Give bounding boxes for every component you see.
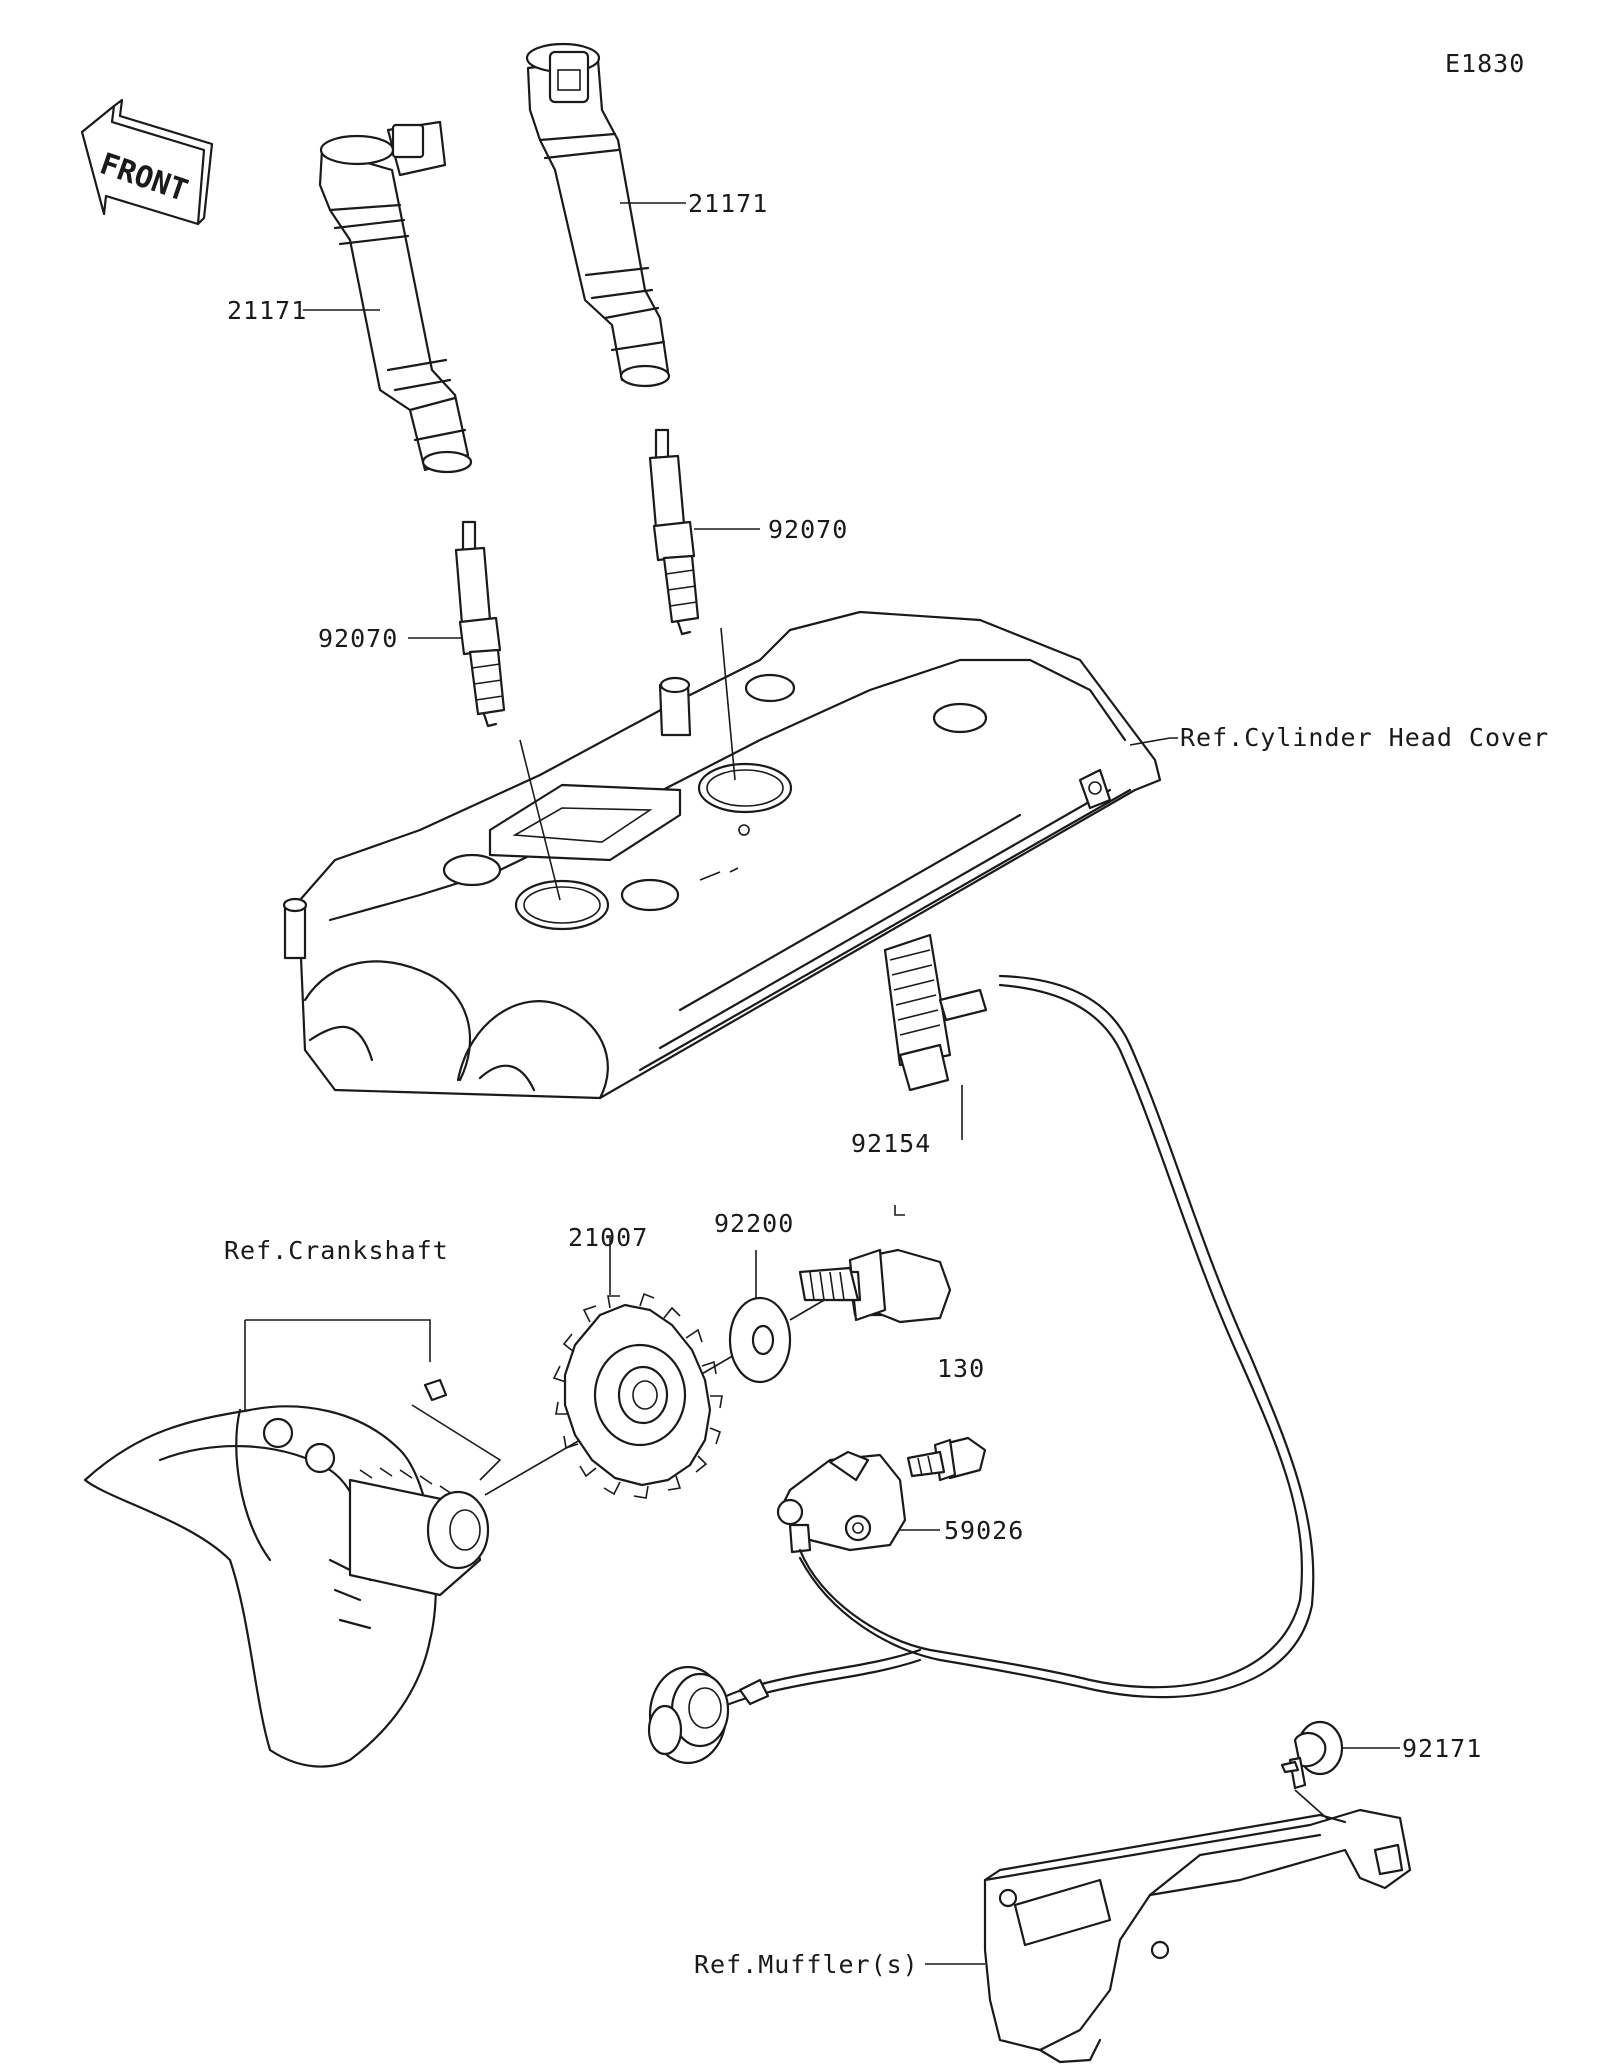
label-coil-right: 21171	[688, 189, 768, 218]
ignition-coil-left	[318, 120, 473, 474]
cylinder-head-cover	[282, 610, 1162, 1100]
label-pickup-coil: 59026	[944, 1516, 1024, 1545]
pickup-coil	[698, 933, 1315, 1720]
label-plug-left: 92070	[318, 624, 398, 653]
timing-rotor	[552, 1292, 723, 1499]
label-grommet: 92171	[1402, 1734, 1482, 1763]
wire-grommet	[647, 1665, 770, 1765]
label-washer: 92200	[714, 1209, 794, 1238]
spark-plug-left	[454, 520, 506, 728]
crankshaft	[83, 1378, 490, 1768]
label-plug-right: 92070	[768, 515, 848, 544]
screw	[906, 1436, 987, 1482]
label-muffler: Ref.Muffler(s)	[694, 1950, 919, 1979]
label-bolt: 92154	[851, 1129, 931, 1158]
label-screw: 130	[937, 1354, 985, 1383]
front-arrow-icon: FRONT	[80, 98, 214, 226]
label-coil-left: 21171	[227, 296, 307, 325]
grommet	[1280, 1720, 1344, 1790]
diagram-code: E1830	[1445, 49, 1525, 78]
label-crankshaft: Ref.Crankshaft	[224, 1236, 449, 1265]
bolt	[798, 1248, 952, 1324]
label-cylinder-head-cover: Ref.Cylinder Head Cover	[1180, 723, 1549, 752]
ignition-coil-right	[525, 42, 671, 388]
muffler	[983, 1808, 1412, 2064]
spark-plug-right	[648, 428, 700, 636]
label-rotor: 21007	[568, 1223, 648, 1252]
washer	[728, 1296, 792, 1384]
